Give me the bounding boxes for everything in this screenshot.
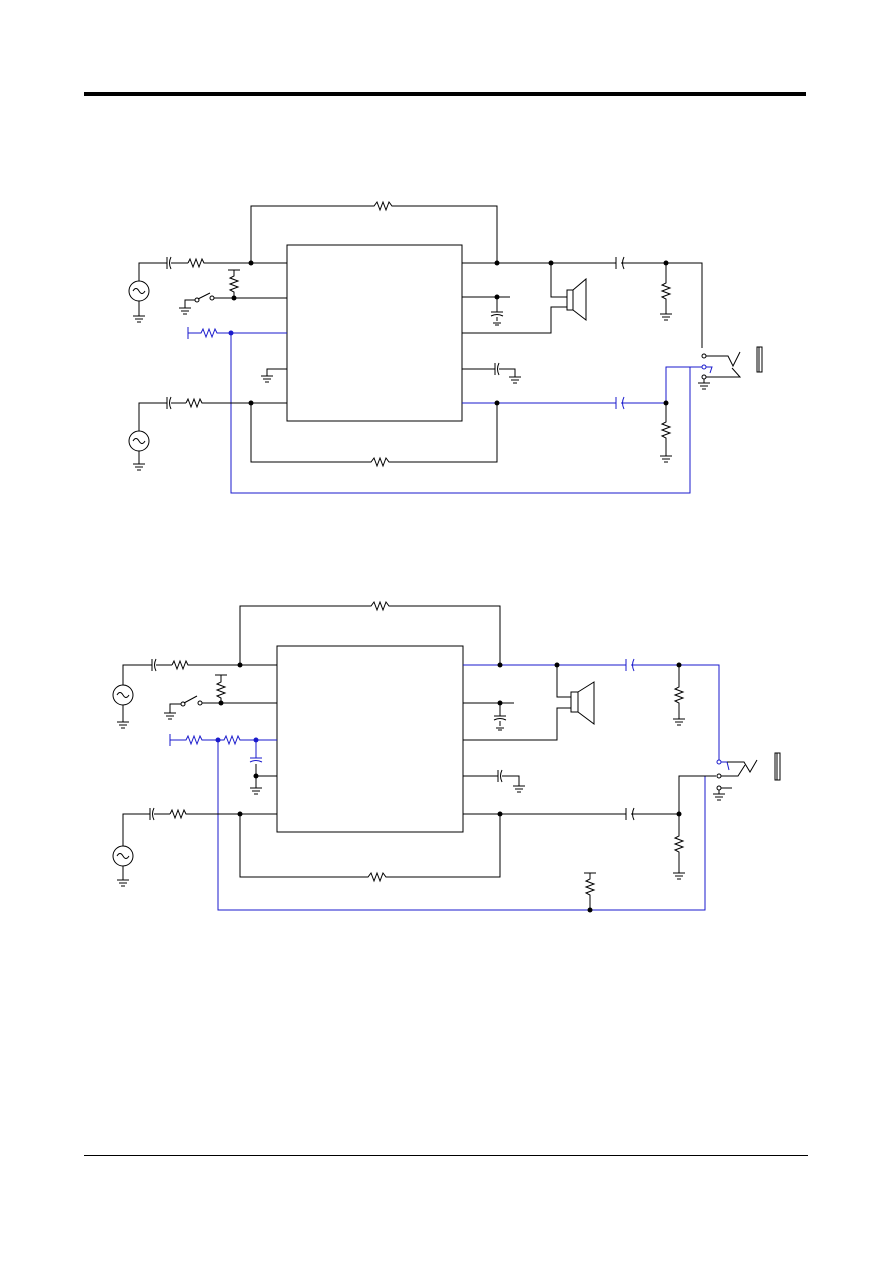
feedback-loop-top [250, 200, 498, 263]
capacitor-icon [462, 294, 510, 326]
switch-icon [164, 695, 221, 720]
amplifier-ic-block [276, 645, 464, 833]
mute-line [169, 734, 716, 911]
resistor-icon [673, 665, 685, 726]
resistor-icon [215, 674, 227, 703]
feedback-loop-top [239, 600, 501, 665]
capacitor-icon [166, 256, 172, 270]
speaker-icon [462, 263, 587, 334]
ac-source-icon [128, 402, 167, 471]
ac-source-icon [112, 664, 152, 729]
header-rule [84, 92, 806, 96]
ground-icon [261, 368, 287, 383]
resistor-icon [228, 269, 240, 298]
capacitor-icon [166, 396, 172, 410]
headphone-jack-icon [713, 752, 781, 801]
feedback-loop-bottom [250, 403, 498, 468]
ac-source-icon [112, 813, 150, 887]
resistor-icon [185, 397, 287, 409]
feedback-loop-bottom [239, 814, 501, 883]
resistor-icon [187, 257, 287, 269]
resistor-icon [673, 814, 685, 880]
switch-icon [179, 292, 234, 315]
capacitor-icon [149, 807, 155, 821]
capacitor-icon [462, 362, 521, 384]
headphone-jack-icon [698, 346, 763, 390]
ground-icon [250, 764, 277, 795]
resistor-icon [169, 808, 277, 820]
ac-source-icon [128, 262, 167, 323]
capacitor-icon [463, 700, 514, 731]
resistor-icon [660, 403, 672, 463]
resistor-icon [584, 872, 596, 910]
capacitor-icon [151, 658, 157, 672]
capacitor-icon [463, 769, 525, 793]
speaker-icon [463, 665, 595, 741]
resistor-icon [660, 263, 672, 321]
footer-rule [84, 1155, 808, 1156]
resistor-icon [171, 659, 277, 671]
